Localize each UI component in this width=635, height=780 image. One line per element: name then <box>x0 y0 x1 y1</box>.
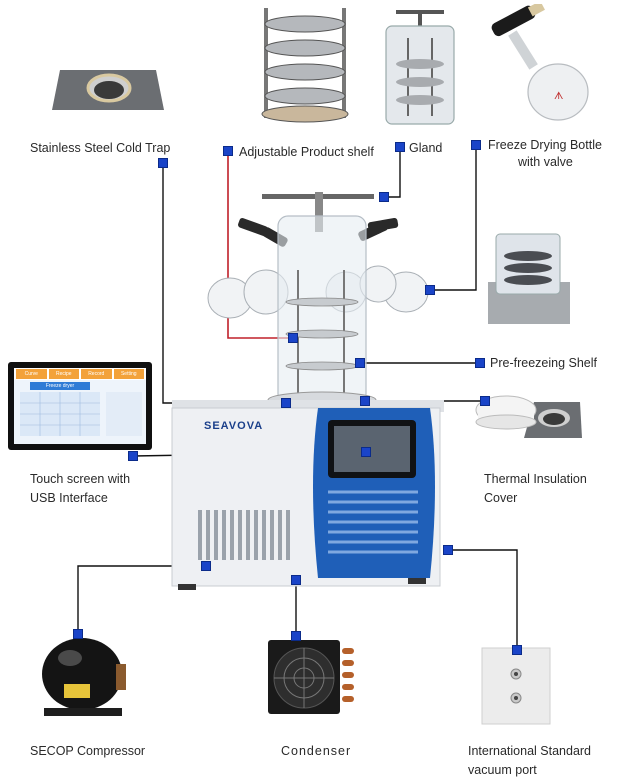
bottle-connector <box>471 140 481 150</box>
condenser-machine-connector <box>291 575 301 585</box>
touchscreen-image: Curve Recipe Record Setting Freeze dryer <box>8 362 152 450</box>
cover-label-line1: Thermal Insulation <box>484 472 587 486</box>
vacuum-label-line2: vacuum port <box>468 763 537 777</box>
touchscreen-label-line1: Touch screen with <box>30 472 131 486</box>
compressor-leader <box>77 565 206 634</box>
prefreezing-connector <box>475 358 485 368</box>
product-shelf-connector <box>223 146 233 156</box>
touchscreen-graph <box>20 392 100 436</box>
prefreezing-shelf-image <box>488 233 570 324</box>
vacuum-label-line1: International Standard <box>468 744 592 758</box>
touchscreen-side-panel <box>106 392 142 436</box>
condenser-image <box>268 640 354 714</box>
gland-image <box>385 10 455 125</box>
freeze-dryer-machine <box>171 192 444 590</box>
bottle-label-line2: with valve <box>518 155 573 169</box>
prefreezing-machine-connector <box>355 358 365 368</box>
cover-label-line2: Cover <box>484 491 518 505</box>
product-shelf-machine-connector <box>288 333 298 343</box>
touchscreen-tab: Setting <box>113 369 144 379</box>
vacuum-machine-connector <box>443 545 453 555</box>
touchscreen-display: Curve Recipe Record Setting Freeze dryer <box>14 368 146 444</box>
condenser-label: Condenser <box>281 744 352 758</box>
product-shelf-label: Adjustable Product shelf <box>239 145 374 159</box>
thermal-insulation-cover-image <box>475 395 582 438</box>
vacuum-connector <box>512 645 522 655</box>
vacuum-leader <box>448 549 518 650</box>
compressor-label: SECOP Compressor <box>30 744 146 758</box>
compressor-connector <box>73 629 83 639</box>
touchscreen-tab: Record <box>81 369 112 379</box>
touchscreen-label-line2: USB Interface <box>30 491 108 505</box>
cover-machine-connector <box>360 396 370 406</box>
cold-trap-machine-connector <box>281 398 291 408</box>
cold-trap-connector <box>158 158 168 168</box>
touchscreen-tab: Curve <box>16 369 47 379</box>
cold-trap-label: Stainless Steel Cold Trap <box>30 141 171 155</box>
prefreezing-shelf-label: Pre-freezeing Shelf <box>490 356 598 370</box>
gland-label: Gland <box>409 141 443 155</box>
product-shelf-leader <box>227 151 293 339</box>
gland-connector <box>395 142 405 152</box>
touchscreen-tab: Recipe <box>48 369 79 379</box>
gland-machine-connector <box>379 192 389 202</box>
touchscreen-title: Freeze dryer <box>30 382 90 390</box>
gland-leader <box>384 147 401 198</box>
touchscreen-tabs: Curve Recipe Record Setting <box>14 368 146 380</box>
product-shelf-image <box>261 8 349 123</box>
bottle-leader <box>430 145 477 291</box>
svg-text:ᗑ: ᗑ <box>554 91 563 102</box>
vacuum-port-image <box>481 647 551 725</box>
compressor-machine-connector <box>201 561 211 571</box>
touchscreen-machine-connector <box>361 447 371 457</box>
brand-label: SEAVOVA <box>204 420 264 432</box>
condenser-connector <box>291 631 301 641</box>
compressor-image <box>42 638 126 716</box>
cover-connector <box>480 396 490 406</box>
cold-trap-image <box>52 70 164 110</box>
freeze-drying-bottle-image: ᗑ <box>491 4 589 121</box>
bottle-label-line1: Freeze Drying Bottle <box>488 138 602 152</box>
touchscreen-connector <box>128 451 138 461</box>
bottle-machine-connector <box>425 285 435 295</box>
